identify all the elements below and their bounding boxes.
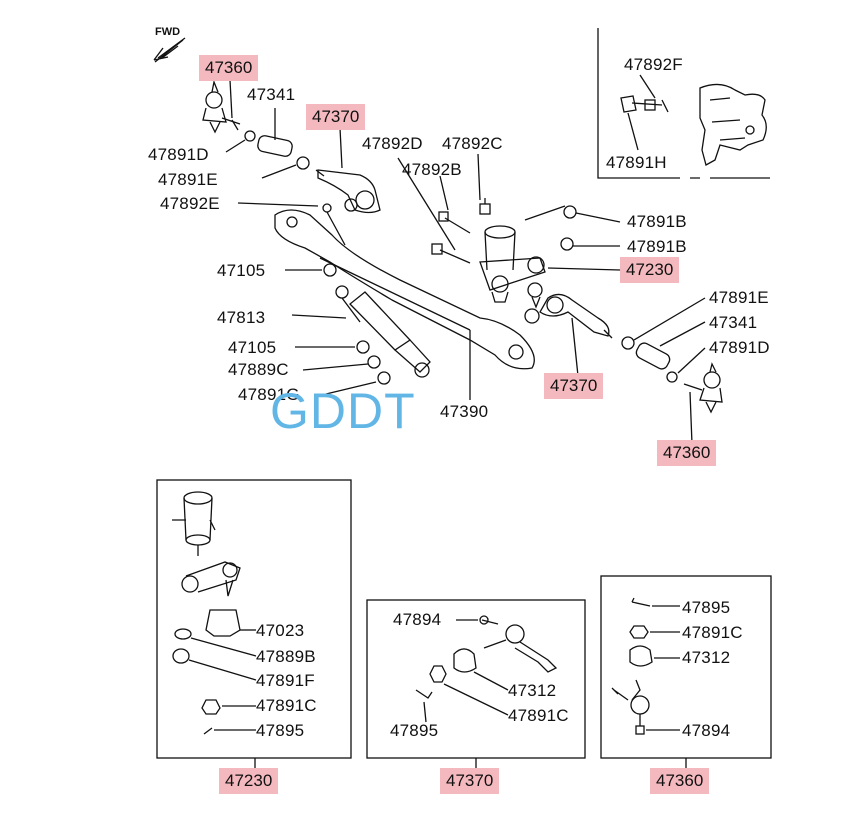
nut-47891B-1 xyxy=(563,205,577,219)
part-47891G[interactable]: 47891G xyxy=(238,385,300,404)
box1-part-47895[interactable]: 47895 xyxy=(256,721,305,740)
nut-47891H-inset xyxy=(620,95,639,151)
tie-rod-47370-left xyxy=(315,169,381,214)
box3-part-47891C[interactable]: 47891C xyxy=(682,623,743,642)
part-47360-right[interactable]: 47360 xyxy=(657,440,717,466)
part-47892F[interactable]: 47892F xyxy=(624,55,683,74)
nut-47891C-box1 xyxy=(201,699,221,715)
bushing-47105-2 xyxy=(356,340,370,354)
part-47892E[interactable]: 47892E xyxy=(160,194,220,213)
washer-47889C xyxy=(367,355,381,369)
tie-rod-end-right xyxy=(683,362,723,414)
box2-part-47312[interactable]: 47312 xyxy=(508,681,557,700)
idler-arm-bracket-inset xyxy=(699,83,767,166)
part-47370-mid[interactable]: 47370 xyxy=(544,373,604,399)
nut-47891E-right xyxy=(621,336,635,350)
part-47891E-top[interactable]: 47891E xyxy=(158,170,218,189)
bolt-47892E xyxy=(322,203,346,246)
box1-part-47891C[interactable]: 47891C xyxy=(256,696,317,715)
part-47360-top-left[interactable]: 47360 xyxy=(199,55,259,81)
watermark: GDDT xyxy=(270,383,416,439)
adjusting-tube-47341-right xyxy=(635,342,671,370)
tie-rod-47370-right xyxy=(524,293,613,339)
part-47891B-2[interactable]: 47891B xyxy=(627,237,687,256)
idler-arm-47230-main xyxy=(479,205,566,303)
idler-arm-bracket-box1 xyxy=(172,491,216,556)
part-47892B[interactable]: 47892B xyxy=(402,160,462,179)
adjusting-tube-47341-left xyxy=(257,135,293,157)
box1-part-47891F[interactable]: 47891F xyxy=(256,671,315,690)
tie-rod-box2 xyxy=(483,624,558,673)
part-47813[interactable]: 47813 xyxy=(217,308,266,327)
boot-47312-box3 xyxy=(629,645,653,667)
nut-47891G xyxy=(377,371,391,385)
nut-47891C-box3 xyxy=(629,625,649,639)
cotter-pin-47895-box3 xyxy=(631,597,651,607)
box2-part-47891C[interactable]: 47891C xyxy=(508,706,569,725)
nut-47891C-box2 xyxy=(429,665,447,683)
nut-47891B-2 xyxy=(560,237,574,251)
boot-47312-box2 xyxy=(453,648,477,673)
part-47105-2[interactable]: 47105 xyxy=(228,338,277,357)
nut-47891D-left xyxy=(244,130,256,142)
part-47889C[interactable]: 47889C xyxy=(228,360,289,379)
box2-part-47894[interactable]: 47894 xyxy=(393,610,442,629)
inset-box-border xyxy=(597,28,770,179)
box3-title-47360[interactable]: 47360 xyxy=(650,768,710,794)
part-47892C[interactable]: 47892C xyxy=(442,134,503,153)
part-47230-main[interactable]: 47230 xyxy=(620,257,680,283)
fwd-arrow-icon xyxy=(153,37,186,63)
part-47341-right[interactable]: 47341 xyxy=(709,313,758,332)
box1-title-47230[interactable]: 47230 xyxy=(219,768,279,794)
box1-part-47889B[interactable]: 47889B xyxy=(256,647,316,666)
box3-part-47312[interactable]: 47312 xyxy=(682,648,731,667)
part-47105-1[interactable]: 47105 xyxy=(217,261,266,280)
ball-joint-box3 xyxy=(611,679,650,735)
steering-damper-47813 xyxy=(335,285,431,378)
nut-47891E-left xyxy=(296,156,310,170)
box2-title-47370[interactable]: 47370 xyxy=(440,768,500,794)
bushing-47023-box1 xyxy=(205,609,241,637)
part-47891B-1[interactable]: 47891B xyxy=(627,212,687,231)
part-47892D[interactable]: 47892D xyxy=(362,134,423,153)
center-link-47390 xyxy=(274,209,535,370)
cotter-pin-47895-box1 xyxy=(203,727,213,735)
box3-part-47895[interactable]: 47895 xyxy=(682,598,731,617)
tie-rod-end-left xyxy=(202,79,241,134)
box2-part-47895[interactable]: 47895 xyxy=(390,721,439,740)
box3-part-47894[interactable]: 47894 xyxy=(682,721,731,740)
cotter-pin-47895-box2 xyxy=(415,689,433,699)
bushing-47105-1 xyxy=(323,263,337,277)
part-47891D-top[interactable]: 47891D xyxy=(148,145,209,164)
fwd-label: FWD xyxy=(155,26,181,38)
bolt-47892B xyxy=(438,211,471,234)
part-47891E-right[interactable]: 47891E xyxy=(709,288,769,307)
box1-part-47023[interactable]: 47023 xyxy=(256,621,305,640)
part-47390[interactable]: 47390 xyxy=(440,402,489,421)
bolt-47894-box2 xyxy=(479,615,499,625)
bolt-47892C xyxy=(479,198,491,215)
ball-stud-under-idler xyxy=(527,282,543,309)
nut-47891F-box1 xyxy=(172,648,190,664)
part-47891H[interactable]: 47891H xyxy=(606,153,667,172)
part-47891D-right[interactable]: 47891D xyxy=(709,338,770,357)
bolt-47892F-inset xyxy=(631,99,669,113)
bolt-47892D xyxy=(431,243,471,264)
part-47341-top[interactable]: 47341 xyxy=(247,85,296,104)
box-47230-border xyxy=(156,479,352,759)
nut-47891D-right xyxy=(666,371,678,383)
idler-arm-box1 xyxy=(181,561,241,597)
part-47370-top[interactable]: 47370 xyxy=(306,104,366,130)
washer-47889B-box1 xyxy=(174,628,192,640)
